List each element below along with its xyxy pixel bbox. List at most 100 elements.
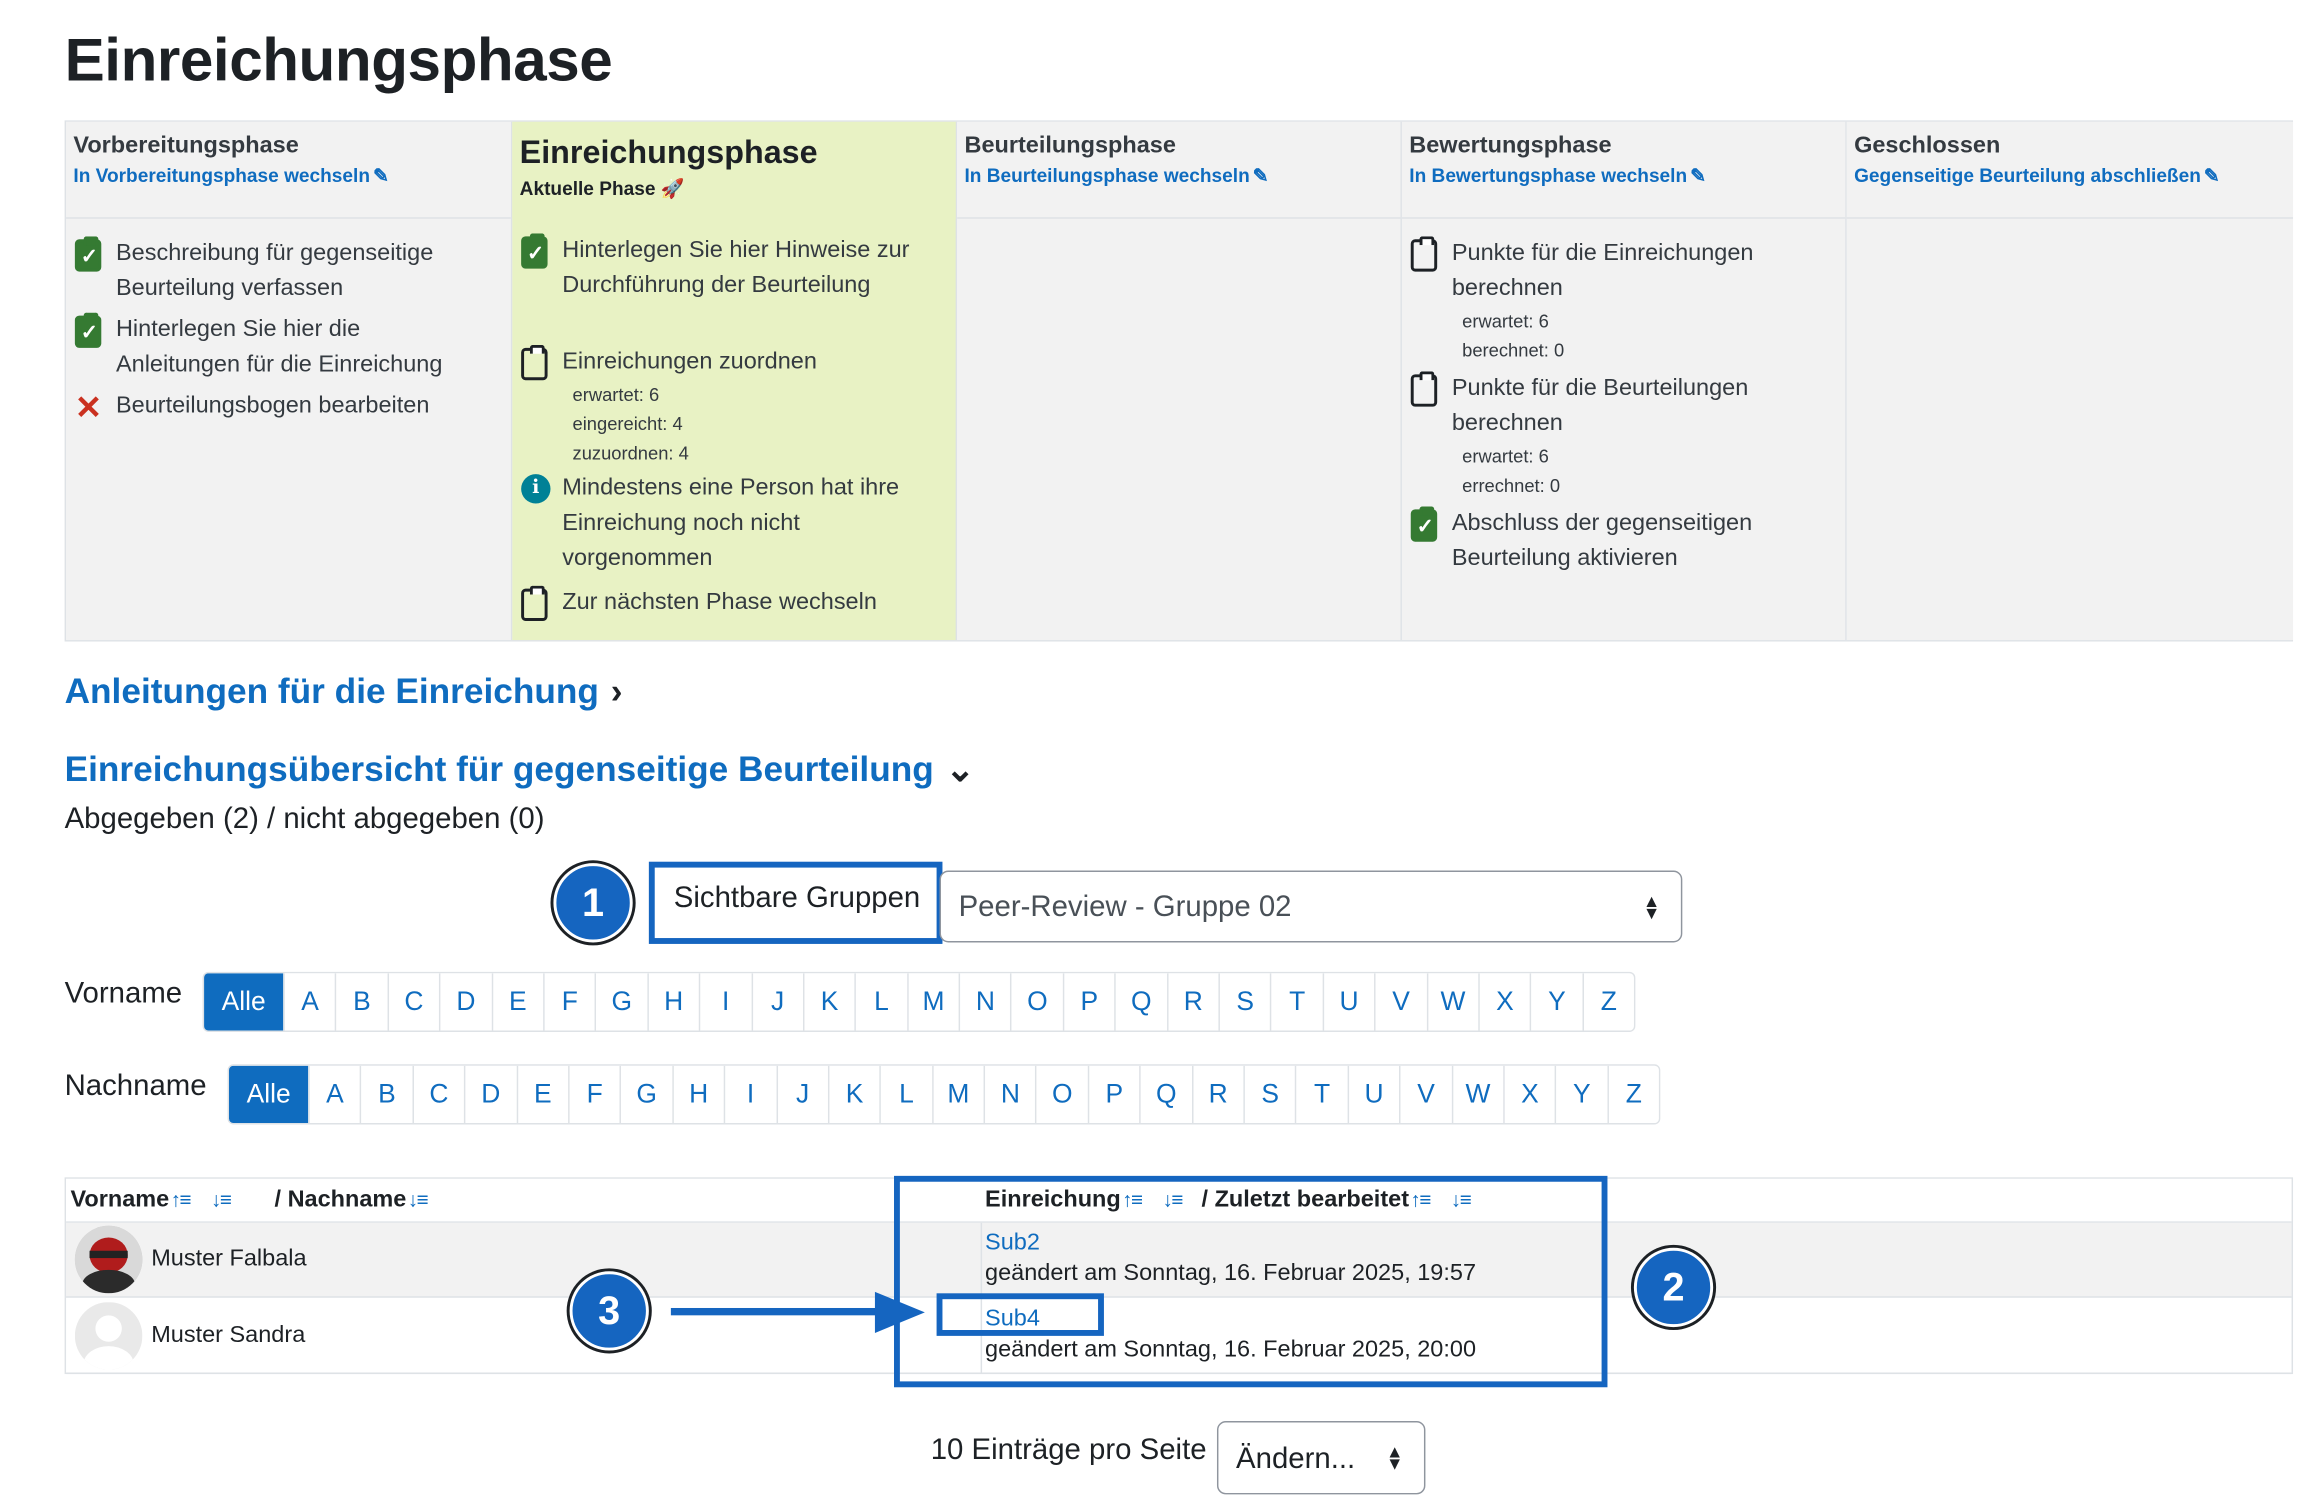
firstname-filter-label: Vorname: [64, 977, 183, 1010]
initial-letter[interactable]: G: [595, 973, 647, 1031]
initial-letter[interactable]: Z: [1607, 1065, 1660, 1124]
initial-letter[interactable]: O: [1035, 1065, 1088, 1124]
phase-vorbereitung: Vorbereitungsphase In Vorbereitungsphase…: [66, 121, 513, 641]
initial-letter[interactable]: X: [1503, 1065, 1556, 1124]
per-page-label: 10 Einträge pro Seite: [930, 1434, 1207, 1467]
annotation-arrowhead: [874, 1291, 925, 1333]
initial-letter[interactable]: S: [1218, 973, 1271, 1031]
task-item[interactable]: Punkte für die Einreichungen berechnen e…: [1410, 236, 1822, 365]
initial-letter[interactable]: L: [854, 973, 907, 1031]
task-item[interactable]: Einreichungen zuordnen erwartet: 6 einge…: [521, 344, 932, 468]
initial-letter[interactable]: L: [879, 1065, 932, 1124]
group-select[interactable]: Peer-Review - Gruppe 02 ▲▼: [939, 870, 1683, 943]
initial-letter[interactable]: E: [491, 973, 544, 1031]
col-lastname[interactable]: / Nachname↓≡: [274, 1187, 429, 1213]
initial-letter[interactable]: H: [646, 973, 699, 1031]
initial-letter[interactable]: R: [1191, 1065, 1244, 1124]
pencil-icon: ✎: [372, 164, 389, 187]
task-item[interactable]: ✕ Beurteilungsbogen bearbeiten: [74, 389, 430, 426]
initial-letter[interactable]: P: [1062, 973, 1115, 1031]
initial-letter[interactable]: M: [931, 1065, 984, 1124]
col-submission[interactable]: Einreichung↑≡ ↓≡ / Zuletzt bearbeitet↑≡ …: [985, 1187, 1472, 1213]
user-name[interactable]: Muster Falbala: [151, 1246, 307, 1272]
initial-letter[interactable]: N: [983, 1065, 1036, 1124]
initial-letter[interactable]: Q: [1114, 973, 1167, 1031]
sort-asc-icon[interactable]: ↑≡: [170, 1187, 192, 1212]
initial-letter[interactable]: V: [1399, 1065, 1452, 1124]
initial-letter[interactable]: I: [698, 973, 751, 1031]
submission-link[interactable]: Sub2: [985, 1230, 1040, 1256]
sort-asc-icon[interactable]: ↑≡: [1410, 1187, 1432, 1212]
initial-letter[interactable]: C: [387, 973, 440, 1031]
task-item[interactable]: Punkte für die Beurteilungen berechnen e…: [1410, 371, 1822, 500]
initial-letter[interactable]: G: [620, 1065, 672, 1124]
submission-link[interactable]: Sub4: [985, 1306, 1040, 1332]
clipboard-icon: [521, 344, 550, 381]
initial-letter[interactable]: Y: [1530, 973, 1583, 1031]
initial-letter[interactable]: U: [1322, 973, 1375, 1031]
task-item[interactable]: Zur nächsten Phase wechseln: [521, 585, 932, 621]
initial-letter[interactable]: H: [671, 1065, 724, 1124]
switch-phase-link[interactable]: In Bewertungsphase wechseln✎: [1409, 164, 1707, 187]
initial-letter[interactable]: X: [1478, 973, 1531, 1031]
initial-letter[interactable]: T: [1295, 1065, 1348, 1124]
initial-letter[interactable]: A: [283, 973, 336, 1031]
user-name[interactable]: Muster Sandra: [151, 1322, 306, 1348]
sort-desc-icon[interactable]: ↓≡: [407, 1187, 429, 1212]
initial-letter[interactable]: E: [516, 1065, 569, 1124]
initial-letter[interactable]: F: [568, 1065, 621, 1124]
sort-asc-icon[interactable]: ↑≡: [1122, 1187, 1143, 1212]
initial-letter[interactable]: B: [360, 1065, 413, 1124]
phase-bewertung: Bewertungsphase In Bewertungsphase wechs…: [1401, 121, 1847, 641]
sort-desc-icon[interactable]: ↓≡: [211, 1187, 232, 1212]
table-row: Muster Sandra Sub4 geändert am Sonntag, …: [66, 1299, 2292, 1375]
switch-phase-link[interactable]: In Vorbereitungsphase wechseln✎: [73, 164, 389, 187]
phase-header: Bewertungsphase In Bewertungsphase wechs…: [1401, 121, 1846, 219]
initial-letter[interactable]: F: [543, 973, 596, 1031]
initial-letter[interactable]: I: [723, 1065, 776, 1124]
initial-all[interactable]: Alle: [204, 973, 284, 1031]
switch-phase-link[interactable]: Gegenseitige Beurteilung abschließen✎: [1854, 164, 2220, 187]
initial-letter[interactable]: C: [412, 1065, 465, 1124]
initial-letter[interactable]: P: [1087, 1065, 1140, 1124]
initial-letter[interactable]: V: [1374, 973, 1427, 1031]
initial-letter[interactable]: K: [827, 1065, 880, 1124]
initial-letter[interactable]: Y: [1555, 1065, 1608, 1124]
initial-letter[interactable]: W: [1426, 973, 1479, 1031]
sort-desc-icon[interactable]: ↓≡: [1450, 1187, 1472, 1212]
initial-letter[interactable]: R: [1166, 973, 1219, 1031]
initial-letter[interactable]: S: [1243, 1065, 1296, 1124]
initial-letter[interactable]: J: [775, 1065, 828, 1124]
instructions-heading[interactable]: Anleitungen für die Einreichung›: [64, 672, 623, 712]
initial-letter[interactable]: M: [906, 973, 959, 1031]
sort-desc-icon[interactable]: ↓≡: [1162, 1187, 1184, 1212]
initial-letter[interactable]: D: [439, 973, 492, 1031]
task-item[interactable]: Abschluss der gegenseitigen Beurteilung …: [1410, 506, 1822, 576]
initial-all[interactable]: Alle: [229, 1065, 309, 1124]
task-item[interactable]: Hinterlegen Sie hier Hinweise zur Durchf…: [521, 233, 932, 303]
initial-letter[interactable]: W: [1451, 1065, 1504, 1124]
col-firstname[interactable]: Vorname↑≡ ↓≡: [70, 1187, 232, 1213]
initial-letter[interactable]: Z: [1582, 973, 1635, 1031]
task-item: i Mindestens eine Person hat ihre Einrei…: [521, 471, 932, 577]
initial-letter[interactable]: N: [958, 973, 1011, 1031]
overview-heading[interactable]: Einreichungsübersicht für gegenseitige B…: [64, 750, 976, 790]
initial-letter[interactable]: U: [1347, 1065, 1400, 1124]
phase-name: Vorbereitungsphase: [73, 133, 299, 159]
clipboard-icon: [1410, 236, 1440, 272]
submission-date: geändert am Sonntag, 16. Februar 2025, 1…: [985, 1261, 1477, 1286]
switch-phase-link[interactable]: In Beurteilungsphase wechseln✎: [964, 164, 1269, 187]
submissions-table: Vorname↑≡ ↓≡ / Nachname↓≡ Einreichung↑≡ …: [64, 1177, 2294, 1375]
initial-letter[interactable]: K: [802, 973, 855, 1031]
initial-letter[interactable]: A: [308, 1065, 361, 1124]
initial-letter[interactable]: T: [1270, 973, 1323, 1031]
per-page-button[interactable]: Ändern... ▲▼: [1216, 1421, 1426, 1495]
initial-letter[interactable]: O: [1010, 973, 1063, 1031]
initial-letter[interactable]: B: [335, 973, 388, 1031]
select-arrows-icon: ▲▼: [1642, 890, 1661, 923]
initial-letter[interactable]: D: [464, 1065, 517, 1124]
initial-letter[interactable]: Q: [1139, 1065, 1192, 1124]
initial-letter[interactable]: J: [750, 973, 803, 1031]
